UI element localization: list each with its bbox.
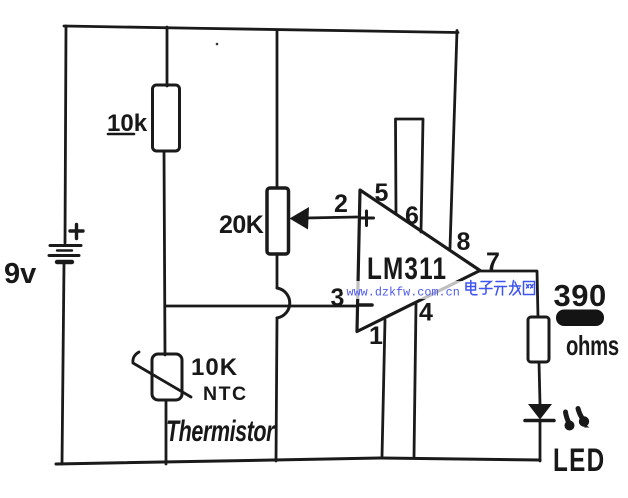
svg-text:1: 1 <box>369 322 383 350</box>
svg-text:www.dzkfw.com.cn: www.dzkfw.com.cn <box>347 286 460 300</box>
svg-text:20K: 20K <box>219 211 264 239</box>
svg-text:2: 2 <box>334 190 348 218</box>
svg-text:LM311: LM311 <box>367 251 447 286</box>
svg-text:10K: 10K <box>191 354 238 381</box>
svg-text:3: 3 <box>331 284 345 312</box>
svg-text:7: 7 <box>486 248 500 276</box>
svg-text:6: 6 <box>405 202 419 230</box>
svg-text:5: 5 <box>375 179 389 207</box>
svg-text:4: 4 <box>419 299 433 327</box>
svg-text:8: 8 <box>457 228 471 256</box>
svg-text:9v: 9v <box>4 258 36 290</box>
svg-text:10k: 10k <box>107 110 148 137</box>
svg-text:390: 390 <box>554 278 607 313</box>
svg-text:ohms: ohms <box>566 331 619 362</box>
svg-text:Thermistor: Thermistor <box>166 416 276 448</box>
svg-text:NTC: NTC <box>203 383 248 405</box>
svg-text:LED: LED <box>553 443 606 479</box>
